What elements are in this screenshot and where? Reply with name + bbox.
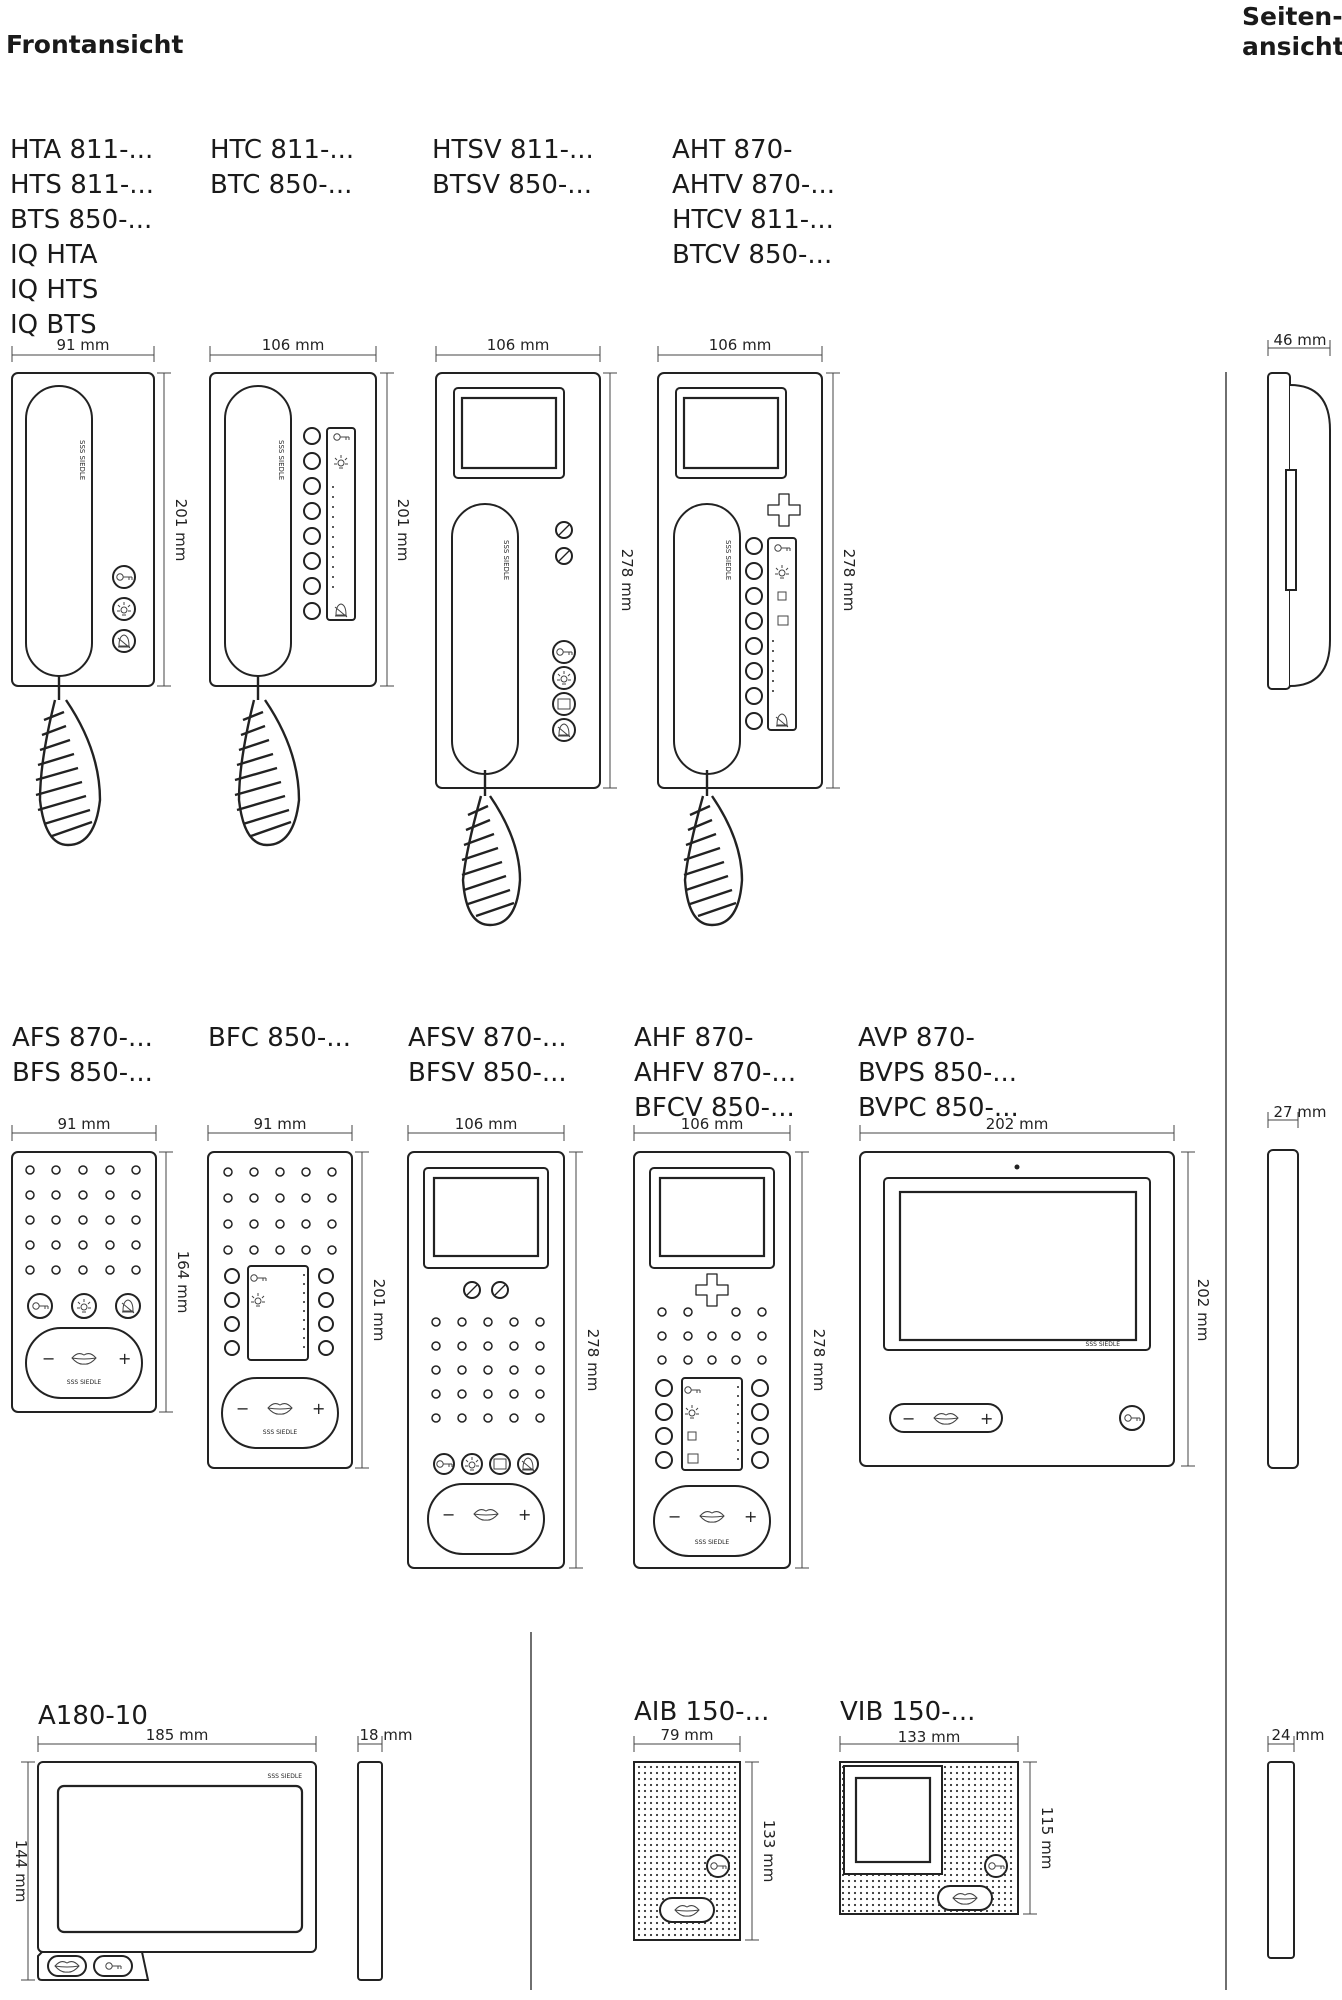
model-label-avp: AVP 870-BVPS 850-...BVPC 850-... [858, 1023, 1019, 1123]
model-label-afsv: AFSV 870-...BFSV 850-... [408, 1023, 567, 1088]
model-label-afs: AFS 870-...BFS 850-... [12, 1023, 153, 1088]
device-ahf: 106 mm 278 mm − + SSS SIEDLE [633, 1115, 828, 1569]
width-label-afsv: 106 mm [455, 1115, 518, 1133]
device-a180: 185 mm 144 mm SSS SIEDLE 18 mm [12, 1726, 413, 1981]
svg-text:SSS SIEDLE: SSS SIEDLE [268, 1773, 303, 1780]
svg-text:SSS SIEDLE: SSS SIEDLE [1086, 1341, 1121, 1348]
svg-text:+: + [980, 1409, 993, 1428]
height-label-htc: 201 mm [394, 499, 412, 562]
width-label-aib: 79 mm [660, 1726, 713, 1744]
svg-text:−: − [442, 1505, 455, 1524]
model-label-aib: AIB 150-... [634, 1697, 770, 1727]
front-view-heading: Frontansicht [6, 30, 184, 59]
device-aht: 106 mm 278 mm SSS SIEDLE [657, 336, 858, 927]
side-width-label-row3: 24 mm [1271, 1726, 1324, 1744]
height-label-htsv: 278 mm [618, 549, 636, 612]
svg-text:+: + [744, 1507, 757, 1526]
side-width-label-row1: 46 mm [1273, 331, 1326, 349]
svg-text:−: − [902, 1409, 915, 1428]
side-view-row2: 27 mm [1267, 1103, 1327, 1469]
svg-text:SSS SIEDLE: SSS SIEDLE [277, 440, 285, 480]
model-label-htsv: HTSV 811-...BTSV 850-... [432, 135, 594, 200]
width-label-htc: 106 mm [262, 336, 325, 354]
model-label-vib: VIB 150-... [840, 1697, 976, 1727]
height-label-aht: 278 mm [840, 549, 858, 612]
width-label-aht: 106 mm [709, 336, 772, 354]
width-label-a180: 185 mm [146, 1726, 209, 1744]
width-label-afs: 91 mm [57, 1115, 110, 1133]
height-label-bfc: 201 mm [370, 1279, 388, 1342]
plus-icon: + [118, 1349, 131, 1368]
svg-text:−: − [668, 1507, 681, 1526]
height-label-vib: 115 mm [1038, 1807, 1056, 1870]
side-width-label-row2: 27 mm [1273, 1103, 1326, 1121]
height-label-avp: 202 mm [1194, 1279, 1212, 1342]
svg-text:+: + [312, 1399, 325, 1418]
height-label-aib: 133 mm [760, 1820, 778, 1883]
model-label-a180: A180-10 [38, 1701, 148, 1731]
svg-text:SSS SIEDLE: SSS SIEDLE [502, 540, 510, 580]
brand-label: SSS SIEDLE [78, 440, 86, 480]
device-hta: 91 mm 201 mm SSS SIEDLE [11, 336, 190, 847]
depth-label-a180: 18 mm [359, 1726, 412, 1744]
model-label-aht: AHT 870-AHTV 870-...HTCV 811-...BTCV 850… [672, 135, 836, 270]
svg-text:+: + [518, 1505, 531, 1524]
device-htsv: 106 mm 278 mm SSS SIEDLE [435, 336, 636, 927]
model-label-bfc: BFC 850-... [208, 1023, 352, 1053]
device-bfc: 91 mm 201 mm − + SSS SIEDLE [207, 1115, 388, 1469]
width-label-avp: 202 mm [986, 1115, 1049, 1133]
device-vib: 133 mm 115 mm [839, 1728, 1056, 1915]
device-htc: 106 mm 201 mm SSS SIEDLE [209, 336, 412, 847]
device-afs: 91 mm 164 mm − + SSS SIEDLE [11, 1115, 192, 1413]
height-label-a180: 144 mm [12, 1840, 30, 1903]
svg-text:SSS SIEDLE: SSS SIEDLE [695, 1539, 730, 1546]
model-label-htc: HTC 811-...BTC 850-... [210, 135, 355, 200]
height-label-afsv: 278 mm [584, 1329, 602, 1392]
width-label-htsv: 106 mm [487, 336, 550, 354]
svg-text:SSS SIEDLE: SSS SIEDLE [263, 1429, 298, 1436]
svg-text:SSS SIEDLE: SSS SIEDLE [67, 1379, 102, 1386]
minus-icon: − [42, 1349, 55, 1368]
height-label-hta: 201 mm [172, 499, 190, 562]
svg-text:−: − [236, 1399, 249, 1418]
side-view-row3: 24 mm [1267, 1726, 1325, 1959]
width-label-hta: 91 mm [56, 336, 109, 354]
side-view-row1: 46 mm [1267, 331, 1331, 690]
device-aib: 79 mm 133 mm [633, 1726, 778, 1941]
device-avp: 202 mm 202 mm SSS SIEDLE − + [859, 1115, 1212, 1467]
height-label-afs: 164 mm [174, 1251, 192, 1314]
height-label-ahf: 278 mm [810, 1329, 828, 1392]
width-label-vib: 133 mm [898, 1728, 961, 1746]
device-afsv: 106 mm 278 mm − + [407, 1115, 602, 1569]
width-label-ahf: 106 mm [681, 1115, 744, 1133]
svg-text:SSS SIEDLE: SSS SIEDLE [724, 540, 732, 580]
model-label-ahf: AHF 870-AHFV 870-...BFCV 850-... [634, 1023, 797, 1123]
width-label-bfc: 91 mm [253, 1115, 306, 1133]
side-view-heading: Seiten- ansicht [1242, 2, 1342, 61]
